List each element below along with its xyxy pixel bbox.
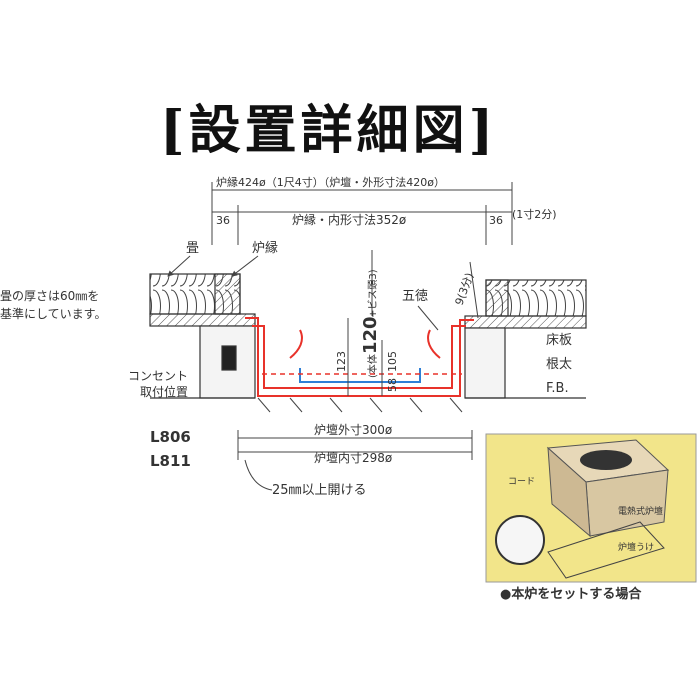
label-rofuchi: 炉縁 — [252, 240, 278, 256]
label-outlet-1: コンセント — [128, 369, 188, 383]
label-l806: L806 — [150, 428, 191, 446]
dim-gap: 25㎜以上開ける — [272, 483, 367, 498]
inset-photo — [485, 433, 697, 583]
inset-electric: 電熱式炉壇 — [618, 505, 663, 517]
dim-wall-outer: 炉壇外寸300ø — [314, 422, 392, 437]
inset-rodan-uke: 炉壇うけ — [618, 541, 654, 553]
label-fb: F.B. — [546, 381, 569, 396]
label-tatami-note-1: 畳の厚さは60㎜を — [0, 289, 99, 303]
dim-right-note: (1寸2分) — [512, 207, 557, 221]
dim-123: 123 — [335, 351, 348, 372]
dim-inner: 炉縁・内形寸法352ø — [292, 212, 406, 227]
label-neda: 根太 — [546, 357, 572, 372]
label-gotoku: 五徳 — [402, 289, 428, 304]
dim-left-36: 36 — [216, 214, 230, 227]
dim-right-36: 36 — [489, 214, 503, 227]
label-yukaita: 床板 — [546, 333, 572, 348]
dim-58: 58 — [386, 378, 399, 392]
dim-wall-inner: 炉壇内寸298ø — [314, 450, 392, 465]
dim-body-note-bottom: +ビス頭3) — [367, 269, 379, 318]
dim-body-note-top: (本体 — [366, 354, 379, 378]
label-outlet-2: 取付位置 — [140, 384, 188, 399]
right-floor — [464, 279, 587, 399]
label-tatami-note-2: 基準にしています。 — [0, 306, 106, 321]
page-title: [設置詳細図] — [160, 100, 498, 161]
label-tatami: 畳 — [186, 241, 199, 256]
dim-105: 105 — [386, 351, 399, 372]
label-l811: L811 — [150, 452, 191, 470]
base-hatch — [257, 397, 463, 413]
dim-9: 9(3分) — [453, 271, 477, 307]
dim-120: 120 — [360, 316, 381, 354]
hearth-body — [245, 317, 474, 397]
dim-top-outer: 炉縁424ø（1尺4寸）（炉壇・外形寸法420ø） — [216, 175, 445, 189]
inset-code: コード — [508, 477, 535, 487]
left-floor — [149, 273, 256, 399]
inset-caption: ●本炉をセットする場合 — [500, 586, 642, 602]
dimension-lines — [211, 182, 513, 460]
